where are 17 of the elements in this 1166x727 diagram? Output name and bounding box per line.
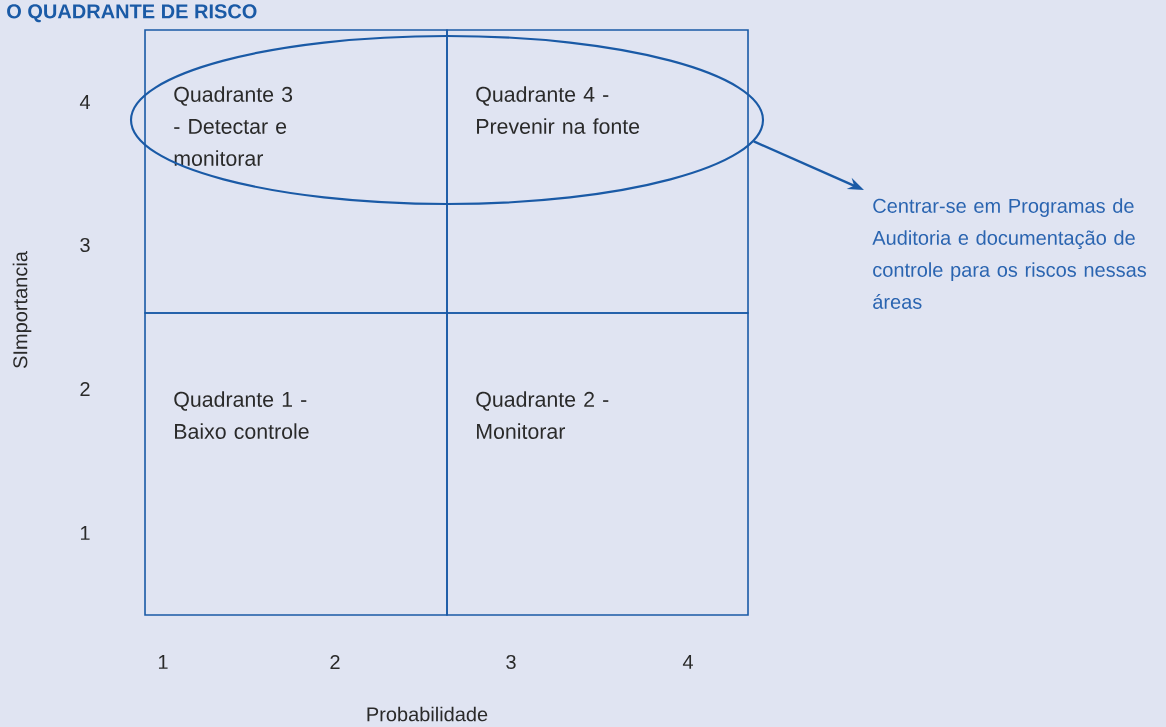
highlight-ellipse — [129, 34, 765, 206]
tick-label: 2 — [80, 382, 90, 396]
quadrant-box: Quadrante 1 - Baixo controle — [144, 312, 448, 616]
axis-title: SImportancia — [12, 251, 32, 368]
tick-label: 3 — [80, 237, 90, 253]
tick-label: 4 — [79, 95, 90, 109]
tick-label: 2 — [330, 655, 340, 669]
axis-title: Probabilidade — [367, 706, 488, 722]
tick-label: 1 — [159, 655, 168, 669]
quadrant-box: Quadrante 2 - Monitorar — [446, 312, 749, 616]
title: O QUADRANTE DE RISCO — [7, 4, 257, 23]
tick-label: 3 — [506, 654, 516, 670]
quadrant-box: Quadrante 4 - Prevenir na fonte — [446, 29, 749, 314]
tick-label: 4 — [682, 655, 693, 669]
callout-text: Centrar-se em Programas de Auditoria e documentação de controle para os riscos nessas áreas — [872, 198, 1147, 309]
quadrant-box: Quadrante 3 - Detectar e monitorar — [144, 29, 448, 314]
tick-label: 1 — [81, 526, 90, 540]
